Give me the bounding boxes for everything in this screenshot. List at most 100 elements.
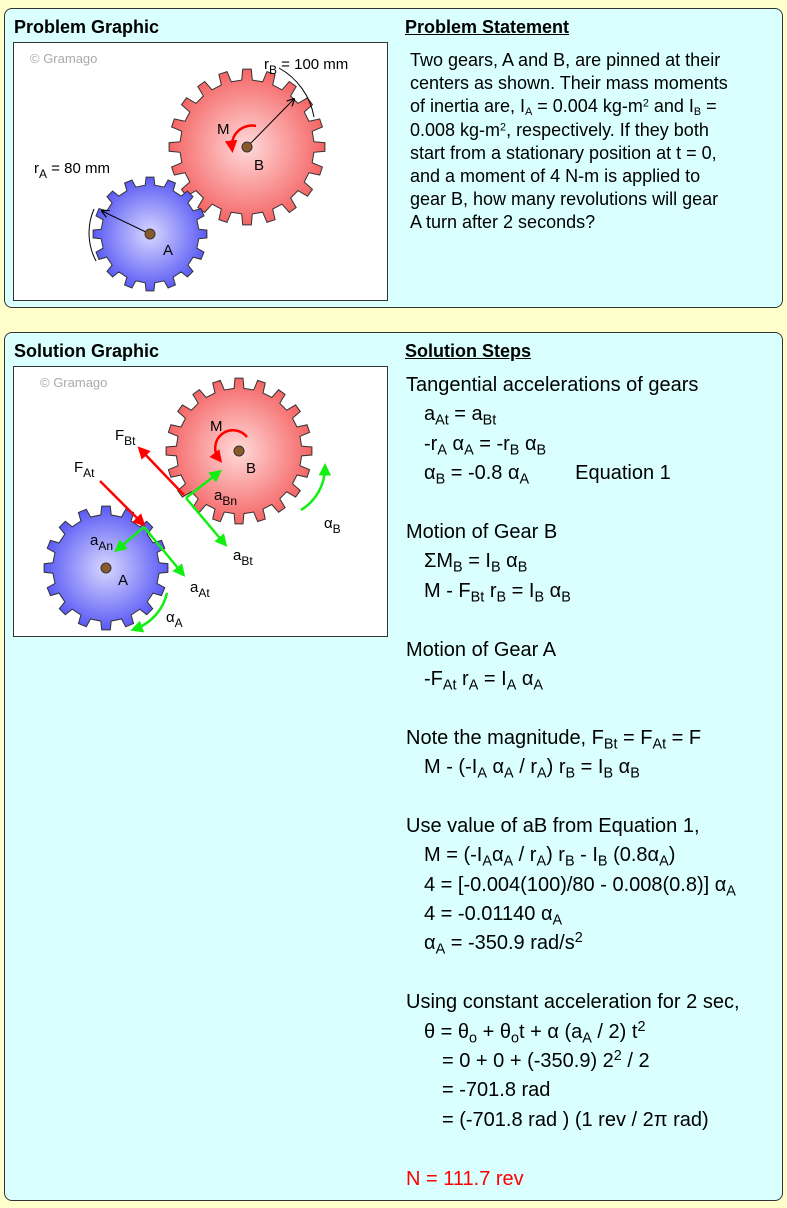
equation-line: 4 = -0.01140 αA — [406, 900, 740, 929]
text-run: start from a stationary position at t = … — [410, 142, 717, 163]
text-run: - I — [574, 844, 598, 867]
text-run: and a moment of 4 N-m is applied to — [410, 165, 701, 186]
text-run: / 2 — [621, 1049, 650, 1072]
text-run: = a — [448, 403, 483, 426]
text-run: Tangential accelerations of gears — [406, 374, 699, 396]
subscript: B — [536, 442, 547, 459]
label-b: B — [246, 460, 256, 477]
text-run: = -0.8 α — [445, 462, 520, 485]
equation-line: 4 = [-0.004(100)/80 - 0.008(0.8)] αA — [406, 871, 740, 900]
solution-gears-diagram: © Gramago M B A FBt FAt aBn aBt aAn aAt … — [40, 375, 341, 633]
statement-line: start from a stationary position at t = … — [410, 142, 728, 165]
subscript: A — [536, 853, 547, 870]
text-run: = I — [506, 579, 535, 602]
accel-bt-arrow — [185, 497, 228, 547]
label-f-bt: FBt — [115, 427, 136, 448]
label-alpha-b: αB — [324, 515, 341, 536]
watermark: © Gramago — [40, 375, 107, 390]
label-alpha-a: αA — [166, 609, 183, 630]
label-m: M — [210, 418, 223, 435]
label-a-bt: aBt — [233, 547, 253, 568]
problem-statement-title: Problem Statement — [405, 17, 570, 37]
text-run: Using constant acceleration for 2 sec, — [406, 991, 740, 1014]
text-run: α — [491, 844, 504, 867]
problem-gears-diagram: © Gramago M B A rB = 100 mm rA = 80 mm — [30, 51, 348, 292]
subscript: At — [442, 677, 457, 694]
statement-line: 0.008 kg-m2, respectively. If they both — [410, 119, 728, 142]
subscript: At — [652, 736, 667, 752]
text-run: α — [544, 579, 562, 602]
subscript: B — [517, 559, 528, 576]
label-part: α — [166, 609, 175, 626]
step-heading: Motion of Gear A — [406, 636, 740, 665]
spacer — [406, 959, 740, 988]
subscript: B — [564, 853, 575, 870]
subscript: B — [565, 765, 576, 782]
solution-steps-title: Solution Steps — [405, 341, 531, 361]
moment-arrow — [224, 124, 257, 153]
subscript: o — [469, 1029, 478, 1046]
text-run: / r — [513, 844, 537, 867]
text-run: , respectively. If they both — [506, 119, 709, 140]
subscript: A — [504, 765, 514, 782]
subscript: A — [552, 912, 563, 929]
pin-b — [241, 141, 253, 153]
subscript: B — [491, 559, 501, 576]
final-answer: N = 111.7 rev — [406, 1165, 740, 1194]
subscript: A — [464, 442, 474, 459]
label-part: a — [90, 532, 99, 549]
subscript: A — [659, 853, 669, 870]
statement-line: centers as shown. Their mass moments — [410, 72, 728, 95]
equation-line: -FAt rA = IA αA — [406, 665, 740, 694]
text-run: A turn after 2 seconds? — [410, 212, 596, 233]
superscript: 2 — [500, 121, 507, 134]
subscript: B — [603, 765, 614, 782]
spacer — [406, 694, 740, 723]
text-run: = -350.9 rad/s — [445, 932, 575, 955]
label-b: B — [254, 157, 264, 174]
subscript: A — [537, 765, 547, 782]
label-ra: rA = 80 mm — [34, 160, 110, 181]
solution-graphic: © Gramago M B A FBt FAt aBn aBt aAn aAt … — [13, 366, 388, 637]
problem-panel: Problem Graphic Problem Statement © Gram… — [4, 8, 783, 308]
subscript: A — [435, 941, 446, 958]
label-m: M — [217, 121, 230, 138]
label-rb: rB = 100 mm — [264, 56, 348, 77]
pin-a — [100, 562, 112, 574]
text-run: M = (-I — [424, 844, 483, 867]
text-run: -r — [424, 432, 438, 455]
step-heading: Using constant acceleration for 2 sec, — [406, 988, 740, 1017]
label-part: F — [115, 427, 124, 444]
subscript: Bt — [470, 589, 485, 606]
subscript: A — [468, 677, 479, 694]
text-run: and I — [648, 96, 694, 117]
spacer — [406, 606, 740, 635]
subscript: B — [597, 853, 608, 870]
subscript: o — [510, 1029, 519, 1046]
force-at-arrow — [99, 480, 146, 527]
equation-line: αA = -350.9 rad/s2 — [406, 929, 740, 958]
statement-line: Two gears, A and B, are pinned at their — [410, 49, 728, 72]
label-a-an: aAn — [90, 532, 113, 553]
text-run: centers as shown. Their mass moments — [410, 73, 728, 94]
text-run: = -701.8 rad — [442, 1079, 551, 1102]
text-run: a — [424, 403, 436, 426]
spacer — [406, 782, 740, 811]
alpha-b-arrow — [300, 463, 332, 512]
subscript: B — [693, 106, 702, 119]
label-part: a — [214, 487, 223, 504]
equation-line: θ = θo + θot + α (aA / 2) t2 — [406, 1018, 740, 1047]
label-part: = 80 mm — [47, 160, 110, 177]
subscript: B — [496, 589, 507, 606]
solution-graphic-title: Solution Graphic — [14, 341, 160, 361]
text-run: (0.8α — [607, 844, 660, 867]
step-heading: Note the magnitude, FBt = FAt = F — [406, 724, 740, 753]
text-run: α — [613, 756, 631, 779]
text-run: Equation 1 — [575, 462, 671, 485]
text-run: α — [519, 432, 537, 455]
label-part: r — [264, 56, 269, 73]
subscript: A — [482, 853, 492, 870]
radius-b-arc — [278, 67, 315, 118]
